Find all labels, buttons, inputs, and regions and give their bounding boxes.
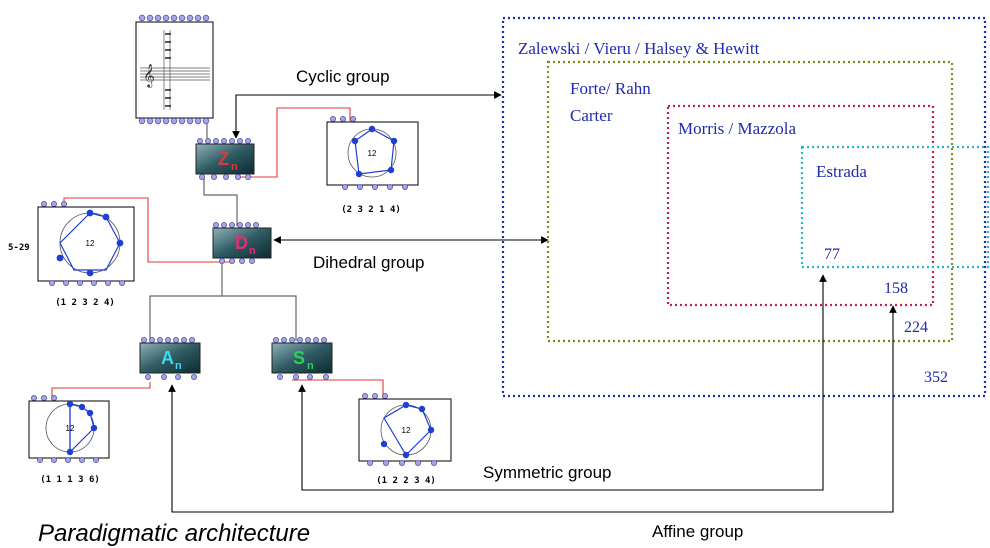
set-third-names: Morris / Mazzola [678,119,796,138]
set-third: Morris / Mazzola 158 [666,104,935,307]
set-second: Forte/ Rahn Carter 224 [546,60,954,343]
symmetric-group-label: Symmetric group [483,463,611,482]
diagram-caption: Paradigmatic architecture [38,520,310,547]
sn-letter: S [293,348,305,368]
svg-text:𝄞: 𝄞 [143,65,155,88]
set-second-count: 224 [904,319,928,336]
an-operator[interactable]: A n [139,336,201,380]
circle-dihedral-label: (1 2 3 2 4) [55,298,115,308]
cyclic-arrow [232,91,502,139]
circle-cyclic-label: (2 3 2 1 4) [341,205,401,215]
circle-dihedral: 12 5-29 (1 2 3 2 4) [8,200,135,308]
dihedral-group-label: Dihedral group [313,253,425,272]
circle-dihedral-side: 5-29 [8,243,30,253]
circle-affine-center: 12 [66,424,75,433]
an-letter: A [161,348,174,368]
set-outer: Zalewski / Vieru / Halsey & Hewitt 352 [501,16,987,398]
affine-arrow [168,305,897,513]
sn-operator[interactable]: S n [271,336,333,380]
set-outer-count: 352 [924,369,948,386]
affine-group-label: Affine group [652,522,743,541]
circle-symmetric-center: 12 [402,426,411,435]
zn-letter: Z [218,149,229,169]
sn-sub: n [307,360,314,372]
set-inner: Estrada 77 [800,145,990,269]
circle-affine: 12 (1 1 1 3 6) [28,394,110,485]
set-inner-names: Estrada [816,162,867,181]
circle-cyclic-center: 12 [368,149,377,158]
dn-sub: n [249,245,256,257]
dn-operator[interactable]: D n [212,221,272,264]
cyclic-group-label: Cyclic group [296,67,390,86]
set-outer-names: Zalewski / Vieru / Halsey & Hewitt [518,39,760,58]
circle-symmetric: 12 (1 2 2 3 4) [358,392,452,486]
circle-dihedral-center: 12 [86,239,95,248]
an-sub: n [175,360,182,372]
circle-cyclic: 12 (2 3 2 1 4) [326,116,419,215]
arrows [168,91,897,513]
set-third-count: 158 [884,280,908,297]
circle-affine-label: (1 1 1 3 6) [40,475,100,485]
zn-operator[interactable]: Z n [195,137,255,180]
dn-letter: D [235,233,248,253]
set-second-names-2: Carter [570,106,613,125]
circle-symmetric-label: (1 2 2 3 4) [376,476,436,486]
set-inner-count: 77 [824,246,840,263]
set-second-names-1: Forte/ Rahn [570,79,651,98]
score-module: 𝄞 [135,14,214,125]
zn-sub: n [231,161,238,173]
